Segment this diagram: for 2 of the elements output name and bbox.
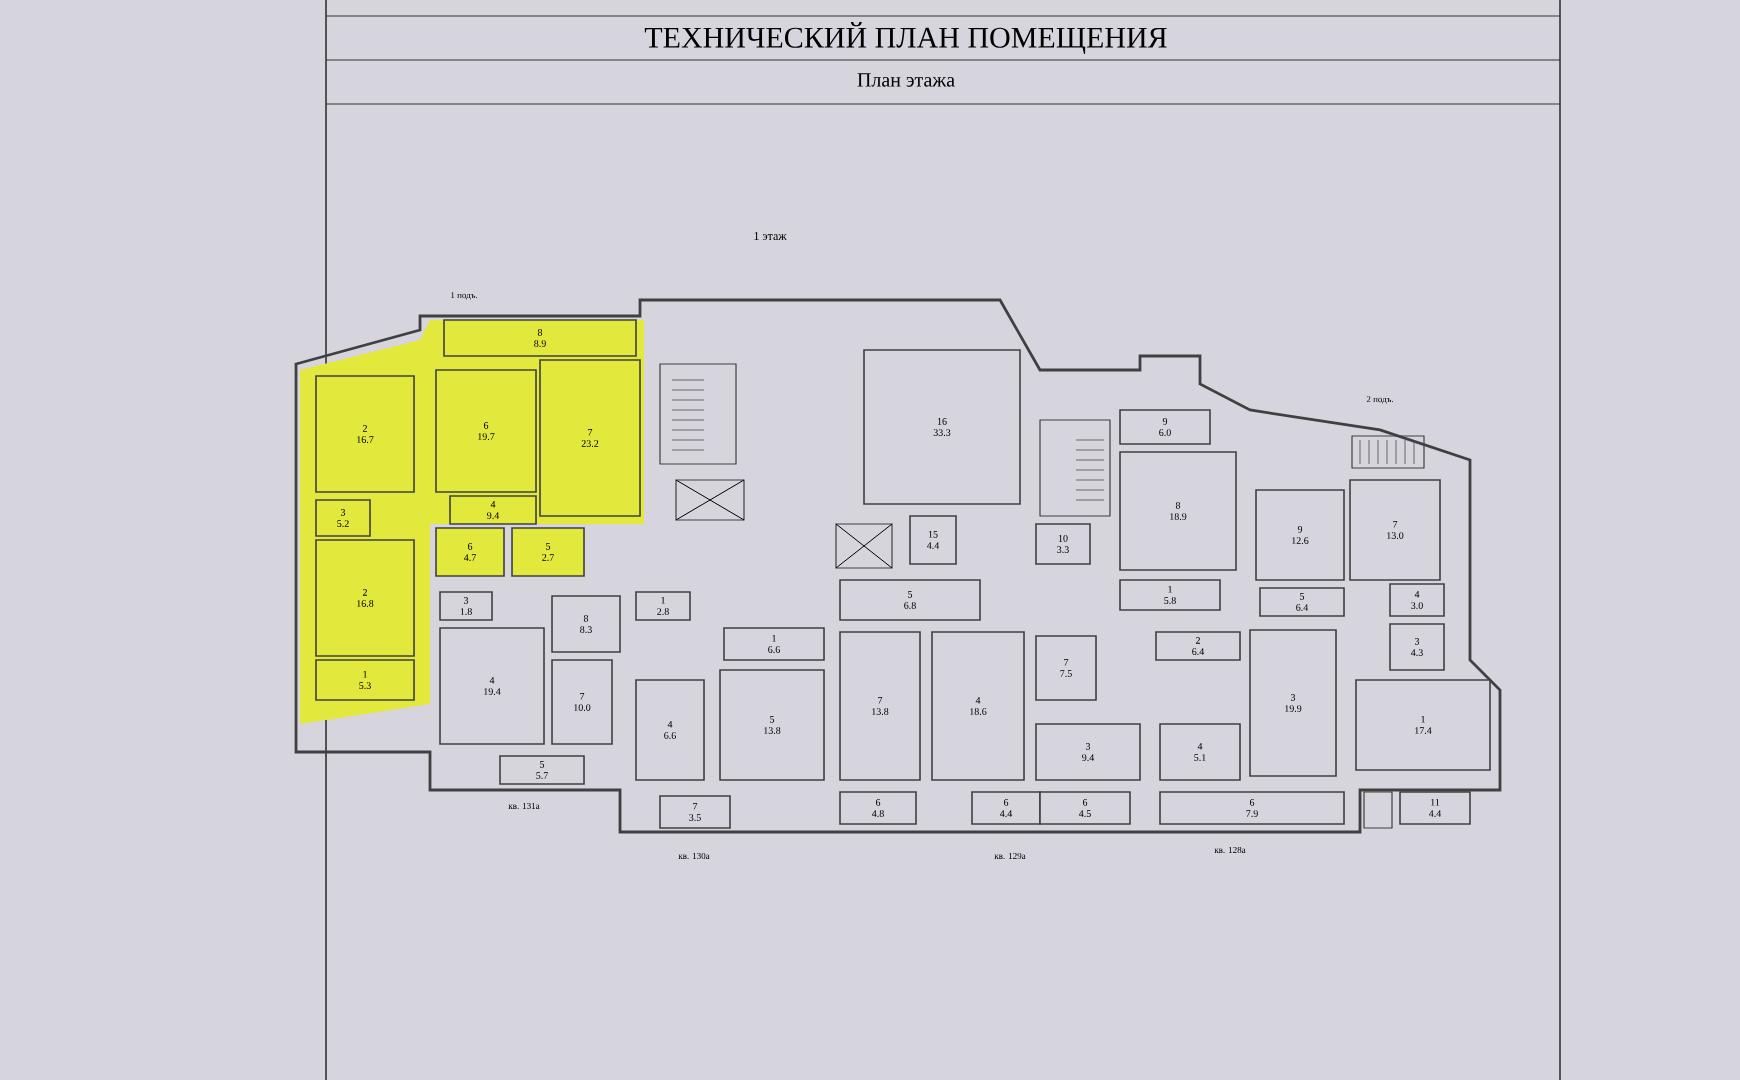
subtitle: План этажа xyxy=(857,73,955,87)
title: ТЕХНИЧЕСКИЙ ПЛАН ПОМЕЩЕНИЯ xyxy=(644,22,1167,54)
